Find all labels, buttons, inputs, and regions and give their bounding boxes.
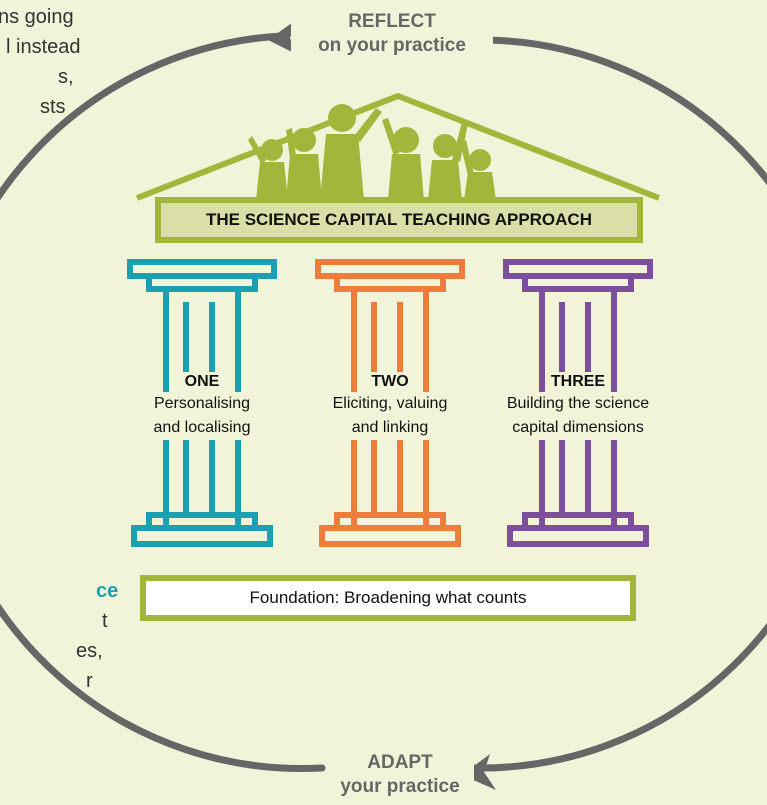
side-text-line: es, xyxy=(76,640,103,662)
pillar-one-number: ONE xyxy=(180,372,224,392)
side-text-line: s, xyxy=(58,66,74,88)
adapt-label: ADAPT your practice xyxy=(326,751,474,799)
cycle-arrow-icon xyxy=(0,32,767,773)
side-paragraph-bottom: ce t es, r xyxy=(0,576,118,696)
reflect-title: REFLECT xyxy=(348,11,436,32)
reflect-label: REFLECT on your practice xyxy=(291,10,493,58)
temple-foundation xyxy=(140,575,636,621)
reflect-subtitle: on your practice xyxy=(318,35,466,56)
pillar-one-line2: and localising xyxy=(132,416,272,440)
adapt-subtitle: your practice xyxy=(340,776,460,797)
pillar-two-line1: Eliciting, valuing xyxy=(310,392,470,416)
pillar-two-number: TWO xyxy=(367,372,413,392)
temple-beam xyxy=(155,197,643,243)
side-text-line: sts xyxy=(40,96,66,118)
side-text-line: r xyxy=(86,670,93,692)
adapt-title: ADAPT xyxy=(367,752,433,773)
side-paragraph-top: ns going l instead s, sts xyxy=(0,2,81,122)
beam-label: THE SCIENCE CAPITAL TEACHING APPROACH xyxy=(206,210,592,229)
cycle-arrow-left xyxy=(0,32,326,773)
arrowhead-adapt xyxy=(462,754,496,790)
side-text-line: l instead xyxy=(6,36,81,58)
pillar-three-line2: capital dimensions xyxy=(490,416,666,440)
pillar-two-line2: and linking xyxy=(310,416,470,440)
children-silhouette-icon xyxy=(248,104,496,200)
temple-roof xyxy=(135,93,661,201)
pillar-two-label: TWO Eliciting, valuing and linking xyxy=(310,372,470,440)
foundation-label: Foundation: Broadening what counts xyxy=(249,588,527,607)
pillar-one-label: ONE Personalising and localising xyxy=(132,372,272,440)
pillar-three-number: THREE xyxy=(546,372,610,392)
side-text-accent: ce xyxy=(96,580,119,602)
side-text-line: ns going xyxy=(0,6,74,28)
side-text-line: t xyxy=(102,610,108,632)
pillar-one-line1: Personalising xyxy=(132,392,272,416)
pillar-three-line1: Building the science xyxy=(490,392,666,416)
cycle-arrow-right xyxy=(471,36,767,772)
pillar-three-label: THREE Building the science capital dimen… xyxy=(490,372,666,440)
